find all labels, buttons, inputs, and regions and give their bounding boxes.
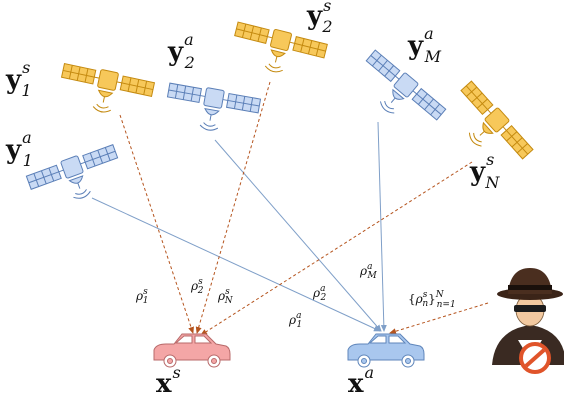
satellite-y1a xyxy=(26,143,127,213)
authentic-signals xyxy=(91,121,387,332)
satellite-y1s xyxy=(56,62,155,122)
signal-spoofer xyxy=(389,302,489,335)
signal-yMa xyxy=(377,121,387,332)
signal-y1s xyxy=(119,114,194,334)
label-xa: xa xyxy=(348,363,374,399)
car-authentic-receiver xyxy=(347,333,425,368)
spoofed-signals xyxy=(119,81,489,336)
signal-yNs xyxy=(200,161,473,336)
satellite-y2a xyxy=(163,81,261,138)
label-xs: xs xyxy=(156,363,181,399)
signal-y1a xyxy=(91,197,381,332)
prohibited-icon xyxy=(519,342,551,374)
signal-y2a xyxy=(214,139,382,332)
car-spoofed-receiver xyxy=(153,333,231,368)
signal-y2s xyxy=(195,81,271,334)
